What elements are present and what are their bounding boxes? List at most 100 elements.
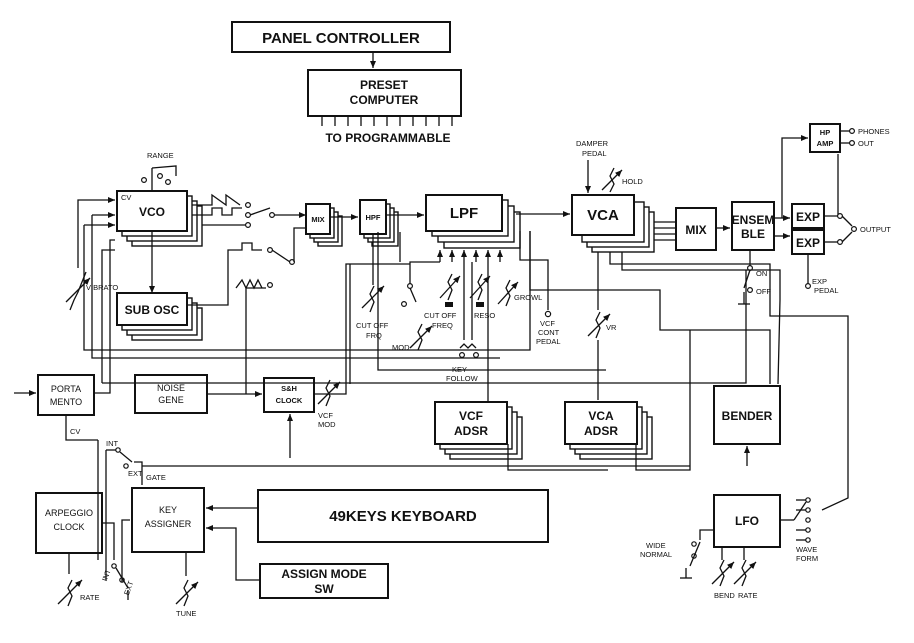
hold-pot[interactable] [601, 167, 623, 193]
reso-pot[interactable] [469, 273, 491, 307]
ensemble-onoff-switch[interactable] [738, 250, 753, 305]
off-label: OFF [756, 287, 771, 296]
range-label: RANGE [147, 151, 174, 160]
exp-pedal-label-1: EXP [812, 277, 827, 286]
phones-label: PHONES [858, 127, 890, 136]
lfo-rate-pot[interactable] [733, 547, 757, 587]
preset-output-ticks [321, 116, 453, 126]
growl-label: GROWL [514, 293, 542, 302]
lpf-label: LPF [450, 205, 478, 222]
damper-pedal-label-1: DAMPER [576, 139, 609, 148]
exp1-block: EXP [791, 203, 825, 229]
sh-clock-label-1: S&H [281, 384, 297, 393]
cutoff-freq-pot[interactable] [439, 273, 461, 307]
hp-amp-label-1: HP [820, 128, 830, 137]
vibrato-pot[interactable] [65, 271, 91, 311]
growl-pot[interactable] [497, 279, 519, 307]
key-follow-label-2: FOLLOW [446, 374, 479, 383]
range-switch[interactable] [141, 165, 177, 191]
panel-controller-block: PANEL CONTROLLER [231, 21, 451, 53]
lpf-switch[interactable] [401, 261, 440, 308]
vco-label: VCO [139, 205, 165, 219]
phones-out-jacks [840, 128, 855, 147]
hpf-label: HPF [366, 213, 381, 222]
arpeggio-clock-label-2: CLOCK [53, 522, 84, 532]
assign-mode-label-1: ASSIGN MODE [281, 567, 366, 581]
cutoff-freq-label-2: FREQ [432, 321, 453, 330]
cutoff-freq-label-1: CUT OFF [424, 311, 457, 320]
vcf-adsr-block: VCF ADSR [434, 401, 523, 460]
int-ext-top-switch[interactable] [97, 440, 143, 580]
bender-label: BENDER [722, 409, 773, 423]
ensemble-label-2: BLE [741, 227, 765, 241]
damper-pedal-label-2: PEDAL [582, 149, 607, 158]
vcf-mod-pot[interactable] [317, 379, 341, 407]
mix1-label: MIX [311, 215, 324, 224]
routing-wires [83, 215, 849, 511]
key-assigner-block: KEY ASSIGNER [131, 487, 205, 553]
hpf-block: HPF [359, 199, 399, 247]
sh-clock-block: S&H CLOCK [263, 377, 315, 413]
vcf-adsr-label-1: VCF [459, 409, 483, 423]
gate-label: GATE [146, 473, 166, 482]
wide-normal-switch[interactable] [680, 529, 714, 579]
arpeggio-clock-block: ARPEGGIO CLOCK [35, 492, 103, 554]
vca-to-mix-wires [654, 221, 676, 241]
vca-block: VCA [571, 194, 655, 253]
hold-label: HOLD [622, 177, 643, 186]
bend-pot[interactable] [711, 547, 735, 587]
panel-controller-label: PANEL CONTROLLER [262, 30, 420, 47]
vco-waveforms [192, 193, 306, 229]
hpf-cutoff-label-1: CUT OFF [356, 321, 389, 330]
mix1-block: MIX [305, 203, 343, 247]
int-top-label: INT [106, 439, 119, 448]
mod-label: MOD [392, 343, 410, 352]
vco-cv-label: CV [121, 193, 131, 202]
ensemble-block: ENSEM BLE [731, 201, 775, 251]
keyboard-label: 49KEYS KEYBOARD [329, 508, 477, 525]
int-ext-bottom-switch[interactable] [102, 519, 130, 600]
vca-label: VCA [587, 207, 619, 224]
output-label: OUTPUT [860, 225, 891, 234]
sub-osc-label: SUB OSC [125, 303, 180, 317]
out-label: OUT [858, 139, 874, 148]
sh-clock-label-2: CLOCK [276, 396, 303, 405]
exp1-label: EXP [796, 210, 820, 224]
arpeggio-clock-label-1: ARPEGGIO [45, 508, 93, 518]
key-assigner-label-2: ASSIGNER [145, 519, 192, 529]
exp-pedal-label-2: PEDAL [814, 286, 839, 295]
wave-form-switch[interactable] [780, 497, 811, 543]
noise-gene-label-1: NOISE [157, 383, 185, 393]
cv-label: CV [70, 427, 80, 436]
preset-computer-label-1: PRESET [360, 78, 409, 92]
wide-normal-label-2: NORMAL [640, 550, 672, 559]
vcf-adsr-label-2: ADSR [454, 424, 488, 438]
preset-computer-label-2: COMPUTER [350, 93, 419, 107]
vcf-cont-pedal-jack [519, 231, 552, 318]
reso-label: RESO [474, 311, 495, 320]
ext-top-label: EXT [128, 469, 143, 478]
arpeggio-rate-pot[interactable] [57, 553, 83, 607]
tune-pot[interactable] [175, 552, 199, 607]
lpf-control-inputs [437, 250, 503, 262]
mod-pot[interactable] [409, 323, 433, 351]
hpf-cutoff-pot[interactable] [361, 234, 385, 313]
int-bottom-label: INT [100, 568, 113, 583]
bender-block: BENDER [713, 385, 781, 445]
sub-osc-block: SUB OSC [116, 292, 203, 341]
hpf-cutoff-label-2: FRQ [366, 331, 382, 340]
hp-amp-label-2: AMP [817, 139, 834, 148]
mix2-label: MIX [685, 223, 706, 237]
vcf-mod-label-2: MOD [318, 420, 336, 429]
arpeggio-rate-label: RATE [80, 593, 99, 602]
portamento-block: PORTA MENTO [37, 374, 95, 416]
assign-mode-label-2: SW [314, 582, 334, 596]
key-follow-switch[interactable] [459, 262, 480, 359]
subosc-out-wire [187, 249, 232, 306]
noise-gene-block: NOISE GENE [134, 374, 208, 414]
to-programmable-label: TO PROGRAMMABLE [325, 131, 450, 145]
keyboard-block: 49KEYS KEYBOARD [257, 489, 549, 543]
lfo-label: LFO [735, 514, 759, 528]
vca-adsr-block: VCA ADSR [564, 401, 653, 460]
wide-normal-label-1: WIDE [646, 541, 666, 550]
